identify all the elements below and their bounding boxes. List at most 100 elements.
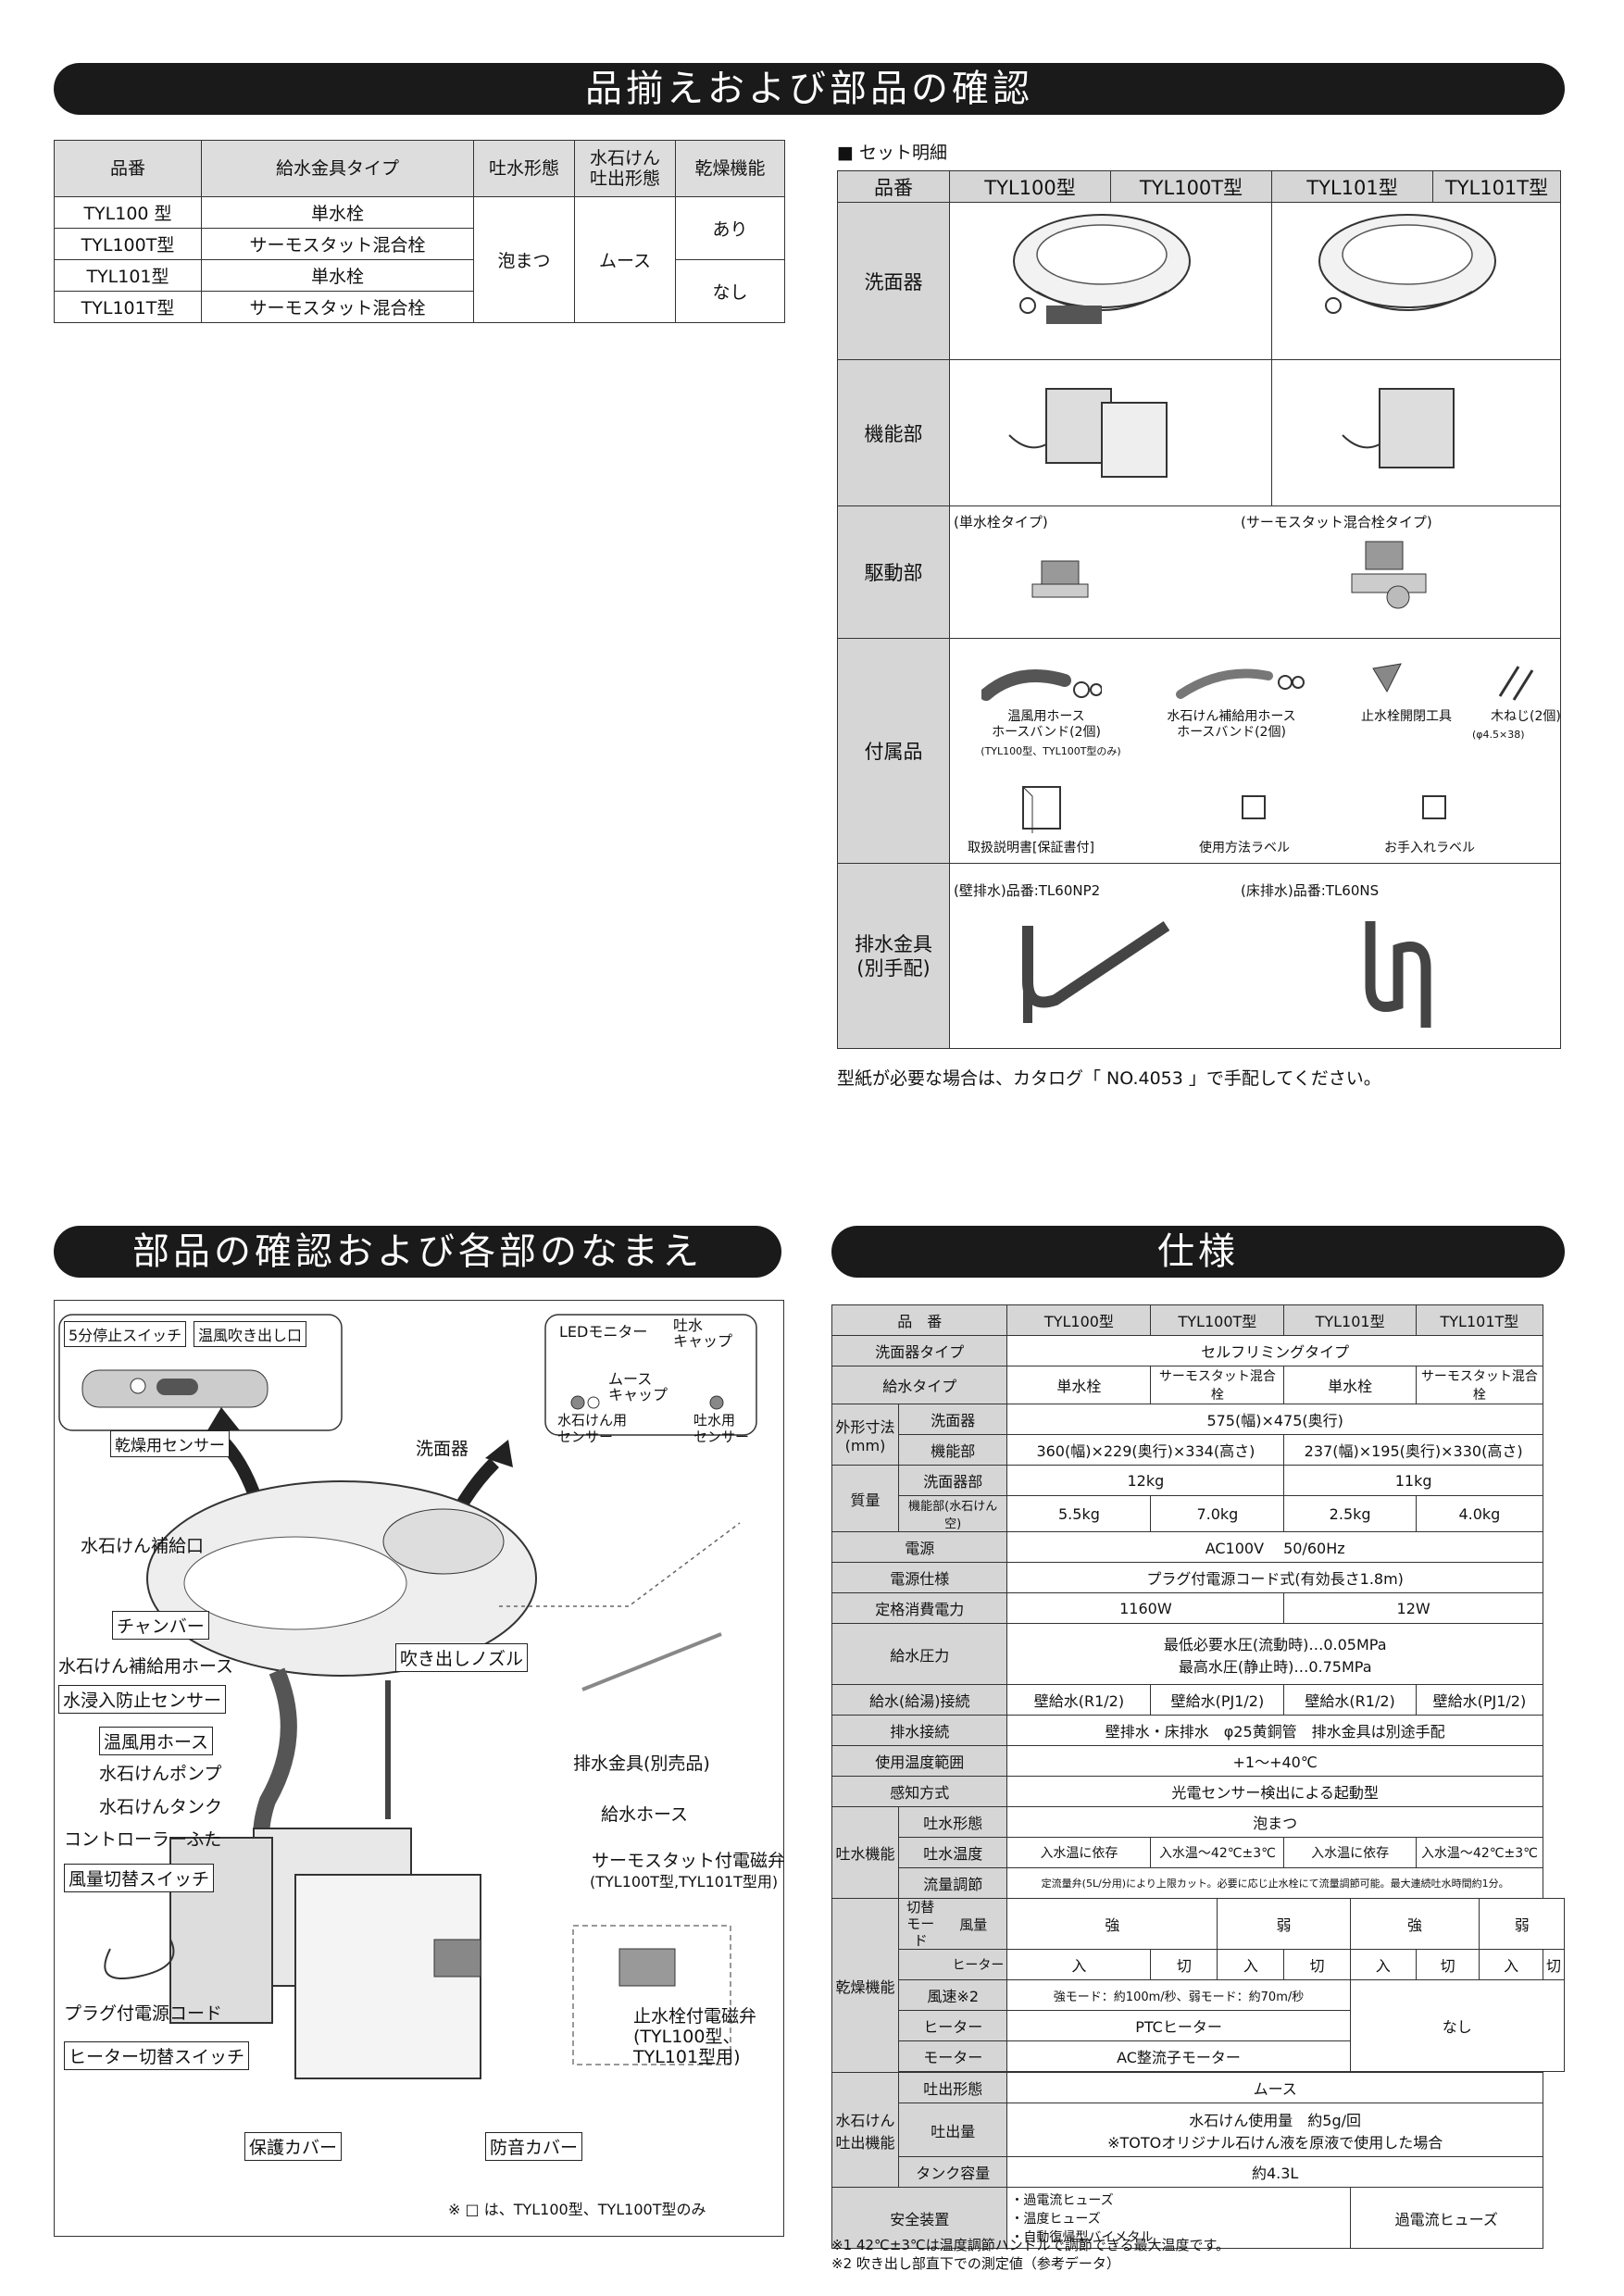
set-row-acc: 付属品 <box>837 638 950 864</box>
thermo-valve-illustration <box>1351 541 1427 609</box>
valve-illustration <box>1031 560 1089 598</box>
set-row-drain: 排水金具 (別手配) <box>837 863 950 1049</box>
spec-label: タンク容量 <box>897 2156 1008 2188</box>
lineup-header: 品番 <box>54 140 202 197</box>
spec-value: 強 <box>1006 1898 1218 1950</box>
spec-value: 弱 <box>1217 1898 1351 1950</box>
label-drain: 排水金具(別売品) <box>573 1753 710 1774</box>
spec-label: 洗面器タイプ <box>831 1335 1008 1366</box>
label-soap-refill: 水石けん補給口 <box>81 1536 205 1556</box>
spec-value: 強 <box>1349 1898 1480 1950</box>
spec-note-1: ※1 42℃±3℃は温度調節ハンドルで調節できる最大温度です。 <box>831 2237 1230 2253</box>
label-nozzle: 吹き出しノズル <box>395 1643 529 1672</box>
banner-spec: 仕様 <box>831 1226 1565 1278</box>
spec-value: 定流量弁(5L/分用)により上限カット。必要に応じ止水栓にて流量調節可能。最大連… <box>1006 1867 1543 1899</box>
spec-value: 切 <box>1150 1949 1218 1980</box>
spec-label: 質量 <box>831 1465 899 1532</box>
acc-tool-label: 止水栓開閉工具 <box>1361 709 1452 724</box>
spec-label: 吐水機能 <box>831 1806 899 1899</box>
lineup-water-form: 泡まつ <box>473 196 575 323</box>
spec-value: 入 <box>1006 1949 1152 1980</box>
spec-label: 水石けん 吐出機能 <box>831 2072 899 2188</box>
hose-icon <box>981 669 1102 701</box>
label-spout-sensor: 吐水用 センサー <box>693 1412 750 1445</box>
set-header: TYL100型 <box>949 170 1111 203</box>
acc-care-label: お手入れラベル <box>1384 841 1475 855</box>
spec-value: 最低必要水圧(流動時)…0.05MPa 最高水圧(静止時)…0.75MPa <box>1006 1623 1543 1685</box>
spec-value: なし <box>1349 1979 1566 2072</box>
manual-icon <box>1022 786 1061 833</box>
spec-header: TYL100T型 <box>1150 1304 1285 1336</box>
set-row-unit: 機能部 <box>837 359 950 506</box>
drive-thermo-label: (サーモスタット混合栓タイプ) <box>1241 514 1432 530</box>
spec-label: 給水(給湯)接続 <box>831 1684 1008 1716</box>
acc-soap-hose-label: 水石けん補給用ホース ホースバンド(2個) <box>1167 709 1296 740</box>
spec-label: モーター <box>897 2040 1008 2072</box>
spec-value: AC整流子モーター <box>1006 2040 1351 2072</box>
label-chamber: チャンバー <box>112 1611 209 1640</box>
care-label-icon <box>1422 795 1446 819</box>
label-warm-hose: 温風用ホース <box>99 1727 214 1755</box>
spec-label: ヒーター <box>897 2010 1008 2041</box>
spec-label: 排水接続 <box>831 1715 1008 1746</box>
lineup-model: TYL100T型 <box>54 228 202 260</box>
spec-value: 泡まつ <box>1006 1806 1543 1838</box>
spec-label: ヒーター <box>897 1949 1008 1980</box>
set-note: 型紙が必要な場合は、カタログ「 NO.4053 」で手配してください。 <box>837 1068 1381 1089</box>
spec-label: 乾燥機能 <box>831 1898 899 2073</box>
acc-usage-label: 使用方法ラベル <box>1199 841 1290 855</box>
product-illustration <box>58 1314 757 2079</box>
set-header: TYL101T型 <box>1432 170 1561 203</box>
spec-value: プラグ付電源コード式(有効長さ1.8m) <box>1006 1562 1543 1593</box>
parts-footnote: ※ □ は、TYL100型、TYL100T型のみ <box>448 2201 706 2218</box>
acc-manual-label: 取扱説明書[保証書付] <box>968 841 1094 855</box>
label-airflow-switch: 風量切替スイッチ <box>64 1864 215 1892</box>
set-header: 品番 <box>837 170 950 203</box>
spec-note-2: ※2 吹き出し部直下での測定値（参考データ） <box>831 2255 1120 2272</box>
set-table: 品番 TYL100型 TYL100T型 TYL101型 TYL101T型 洗面器… <box>837 170 1561 1049</box>
spec-value: 強モード：約100m/秒、弱モード：約70m/秒 <box>1006 1979 1351 2011</box>
set-header: TYL101型 <box>1271 170 1433 203</box>
spec-value: 360(幅)×229(奥行)×334(高さ) <box>1006 1434 1285 1466</box>
spec-label: 洗面器部 <box>897 1465 1008 1496</box>
spec-value: 単水栓 <box>1283 1366 1417 1404</box>
spec-value: +1〜+40℃ <box>1006 1745 1543 1777</box>
spec-value: PTCヒーター <box>1006 2010 1351 2041</box>
acc-hose-label: 温風用ホース ホースバンド(2個) <box>992 709 1101 740</box>
spec-label: 電源 <box>831 1531 1008 1563</box>
acc-screw-note: (φ4.5×38) <box>1472 729 1525 741</box>
label-basin: 洗面器 <box>416 1439 469 1459</box>
lineup-fitting: サーモスタット混合栓 <box>201 291 474 323</box>
spec-label: 外形寸法 (mm) <box>831 1404 899 1466</box>
spec-value: 切 <box>1283 1949 1351 1980</box>
label-soap-hose: 水石けん補給用ホース <box>58 1656 234 1677</box>
label-5min-stop: 5分停止スイッチ <box>64 1321 187 1347</box>
spec-value: 壁給水(R1/2) <box>1283 1684 1417 1716</box>
label-sound-cover: 防音カバー <box>485 2132 583 2161</box>
banner-parts: 部品の確認および各部のなまえ <box>54 1226 781 1278</box>
spec-value: 入水温に依存 <box>1283 1837 1417 1868</box>
lineup-fitting: 単水栓 <box>201 196 474 229</box>
drain-floor-label: (床排水)品番:TL60NS <box>1241 882 1380 899</box>
label-heater-switch: ヒーター切替スイッチ <box>64 2041 250 2070</box>
spec-header: TYL101型 <box>1283 1304 1417 1336</box>
usage-label-icon <box>1242 795 1266 819</box>
lineup-dry-yes: あり <box>675 196 785 260</box>
set-row-basin: 洗面器 <box>837 202 950 360</box>
spec-value: サーモスタット混合栓 <box>1150 1366 1285 1404</box>
spec-value: AC100V 50/60Hz <box>1006 1531 1543 1563</box>
label-warm-air-outlet: 温風吹き出し口 <box>194 1321 307 1347</box>
spec-value: 光電センサー検出による起動型 <box>1006 1776 1543 1807</box>
basin-illustration <box>1318 214 1496 314</box>
tool-icon <box>1372 663 1402 693</box>
lineup-table: 品番 給水金具タイプ 吐水形態 水石けん 吐出形態 乾燥機能 TYL100 型 … <box>54 140 785 323</box>
lineup-fitting: サーモスタット混合栓 <box>201 228 474 260</box>
spec-value: 12kg <box>1006 1465 1285 1496</box>
label-thermo-valve: サーモスタット付電磁弁 <box>592 1851 786 1871</box>
spec-value: 入水温に依存 <box>1006 1837 1152 1868</box>
acc-hose-note: (TYL100型、TYL100T型のみ) <box>981 745 1121 757</box>
lineup-soap-form: ムース <box>574 196 676 323</box>
soap-hose-icon <box>1176 668 1305 699</box>
lineup-fitting: 単水栓 <box>201 259 474 292</box>
label-controller: コントローラーふた <box>64 1829 222 1850</box>
